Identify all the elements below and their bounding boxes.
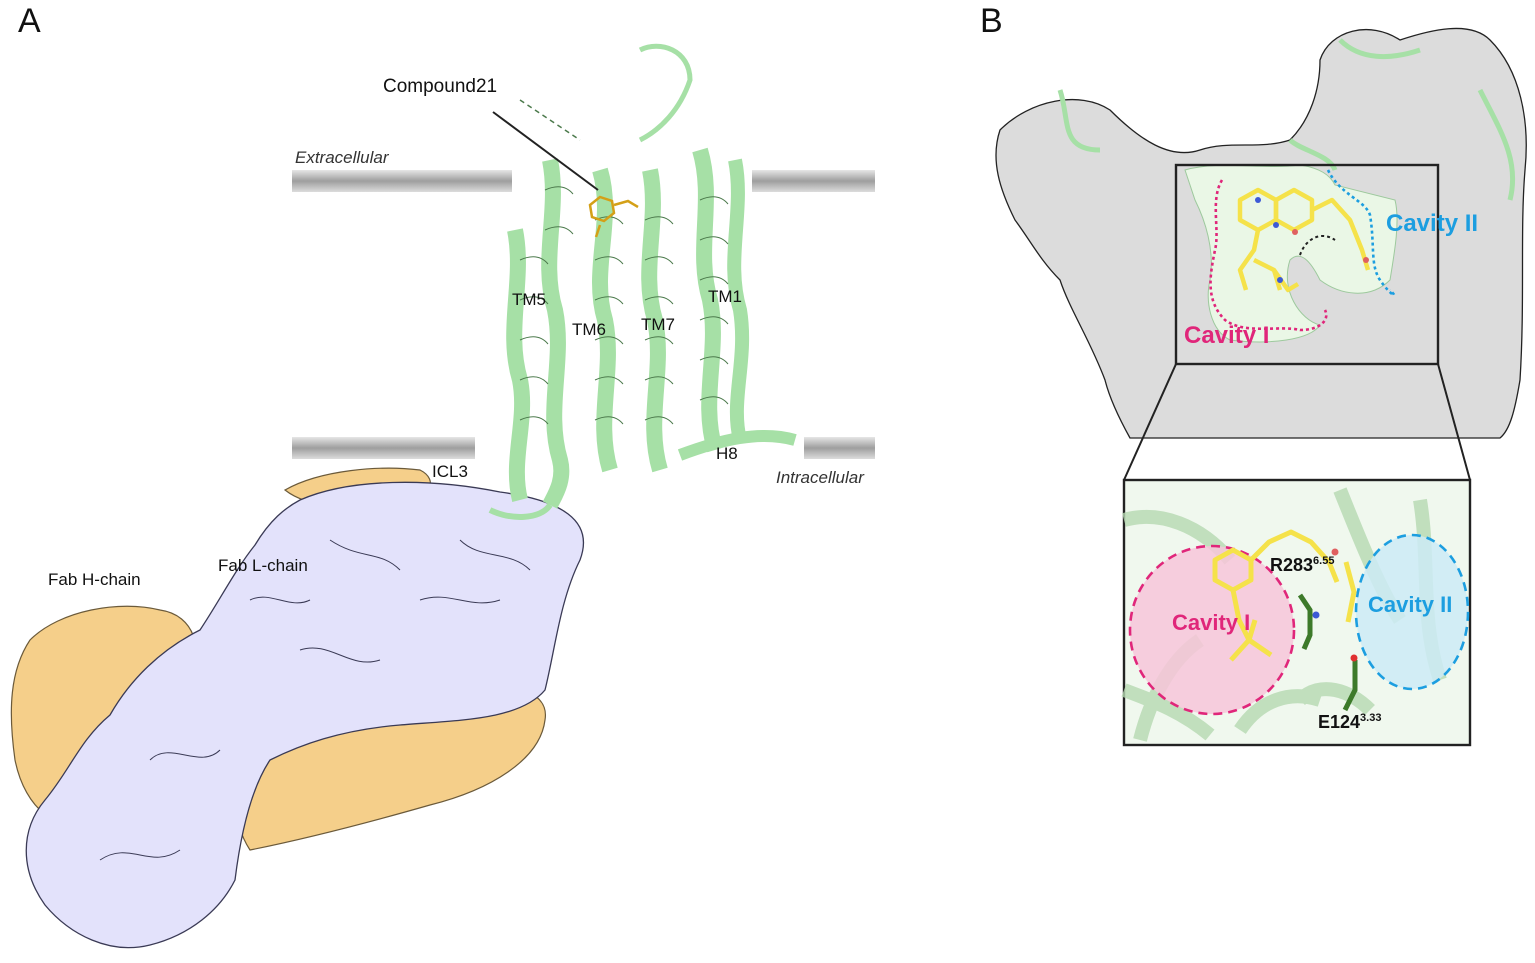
cavity1-circle xyxy=(1128,544,1296,716)
compound21-label: Compound21 xyxy=(383,76,498,97)
e124-superscript: 3.33 xyxy=(1360,712,1382,724)
cavity1-label-top: Cavity I xyxy=(1184,322,1270,349)
cavity2-circle xyxy=(1354,533,1470,691)
cavity2-outline xyxy=(1326,169,1396,297)
tm7-label: TM7 xyxy=(641,315,675,334)
zoom-connector-right xyxy=(1437,363,1471,481)
compound21-pointer-line xyxy=(492,111,599,191)
panel-b-letter: B xyxy=(980,2,1003,40)
fab-surface-detail-lines xyxy=(99,539,531,861)
extracellular-label: Extracellular xyxy=(295,148,389,167)
membrane-bottom-left xyxy=(292,437,475,459)
h8-label: H8 xyxy=(716,444,738,463)
tm6-label: TM6 xyxy=(572,320,606,339)
membrane-bars xyxy=(292,170,875,459)
membrane-top-right xyxy=(752,170,875,192)
disordered-loop-dashes xyxy=(519,99,581,141)
membrane-top-left xyxy=(292,170,512,192)
r283-label: R2836.55 xyxy=(1270,555,1334,576)
cavity2-label-inset: Cavity II xyxy=(1368,592,1453,617)
tm1-label: TM1 xyxy=(708,287,742,306)
pocket-ligand-heteroatoms xyxy=(1255,197,1369,283)
zoom-connector-left xyxy=(1123,363,1177,481)
zoom-source-box xyxy=(1174,163,1440,366)
zoom-inset xyxy=(1121,478,1472,747)
panel-a-letter: A xyxy=(18,2,41,40)
membrane-bottom-right xyxy=(804,437,875,459)
e124-label: E1243.33 xyxy=(1318,712,1381,733)
tm5-label: TM5 xyxy=(512,290,546,309)
icl3-label: ICL3 xyxy=(432,462,468,481)
intracellular-label: Intracellular xyxy=(776,468,864,487)
fab-l-chain-label: Fab L-chain xyxy=(218,556,308,575)
cavity1-outline xyxy=(1209,179,1328,332)
e124-name: E124 xyxy=(1318,712,1361,732)
cavity1-label-inset: Cavity I xyxy=(1172,610,1251,635)
r283-name: R283 xyxy=(1270,555,1314,575)
compound21-ligand xyxy=(588,195,639,238)
cavity2-label-top: Cavity II xyxy=(1386,210,1479,237)
fab-h-chain-label: Fab H-chain xyxy=(48,570,141,589)
fab-l-chain-surface xyxy=(25,481,585,949)
receptor-ribbon xyxy=(488,43,797,520)
r283-superscript: 6.55 xyxy=(1313,555,1335,567)
